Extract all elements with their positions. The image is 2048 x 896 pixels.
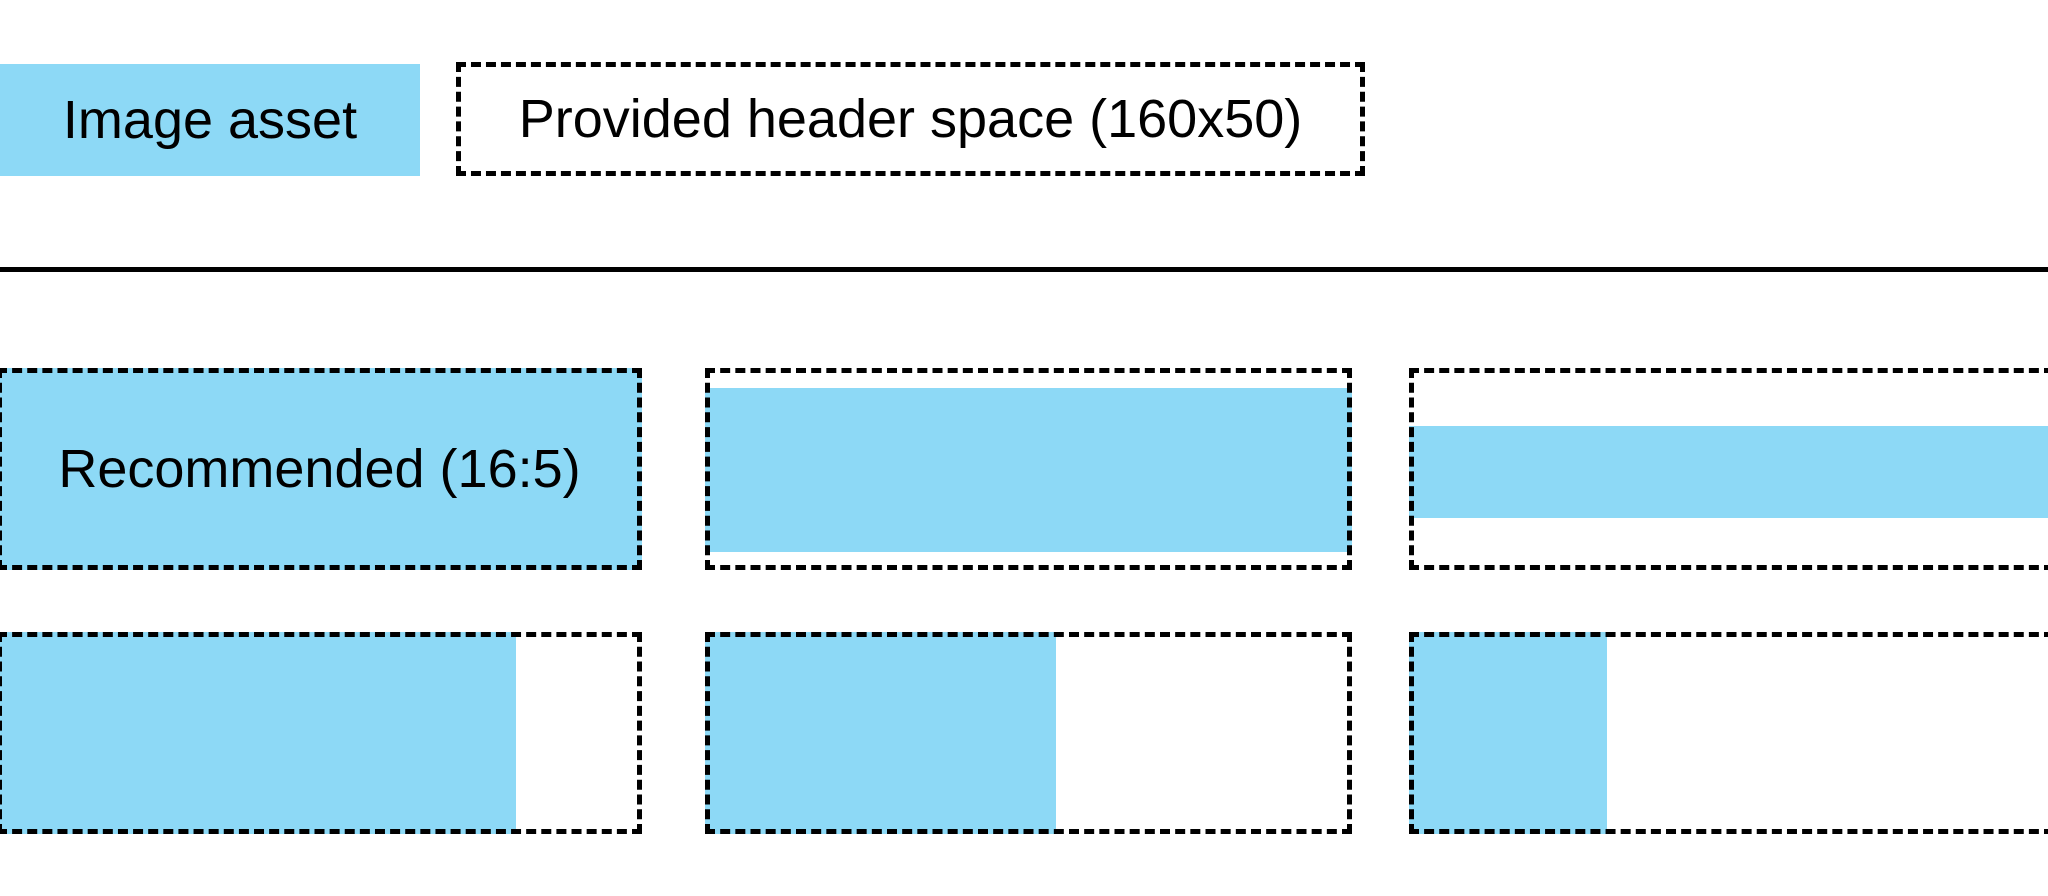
legend-header-space-label: Provided header space (160x50) (518, 89, 1303, 149)
example-box-4 (0, 632, 642, 834)
legend-image-asset-swatch: Image asset (0, 64, 420, 176)
section-divider (0, 267, 2048, 272)
example-box-5 (705, 632, 1352, 834)
example-box-2 (705, 368, 1352, 570)
recommended-ratio-label: Recommended (16:5) (58, 439, 581, 499)
legend-header-space-box: Provided header space (160x50) (456, 62, 1365, 176)
example-box-6 (1409, 632, 2048, 834)
example-box-1: Recommended (16:5) (0, 368, 642, 570)
example-box-3 (1409, 368, 2048, 570)
legend-image-asset-label: Image asset (62, 90, 358, 150)
